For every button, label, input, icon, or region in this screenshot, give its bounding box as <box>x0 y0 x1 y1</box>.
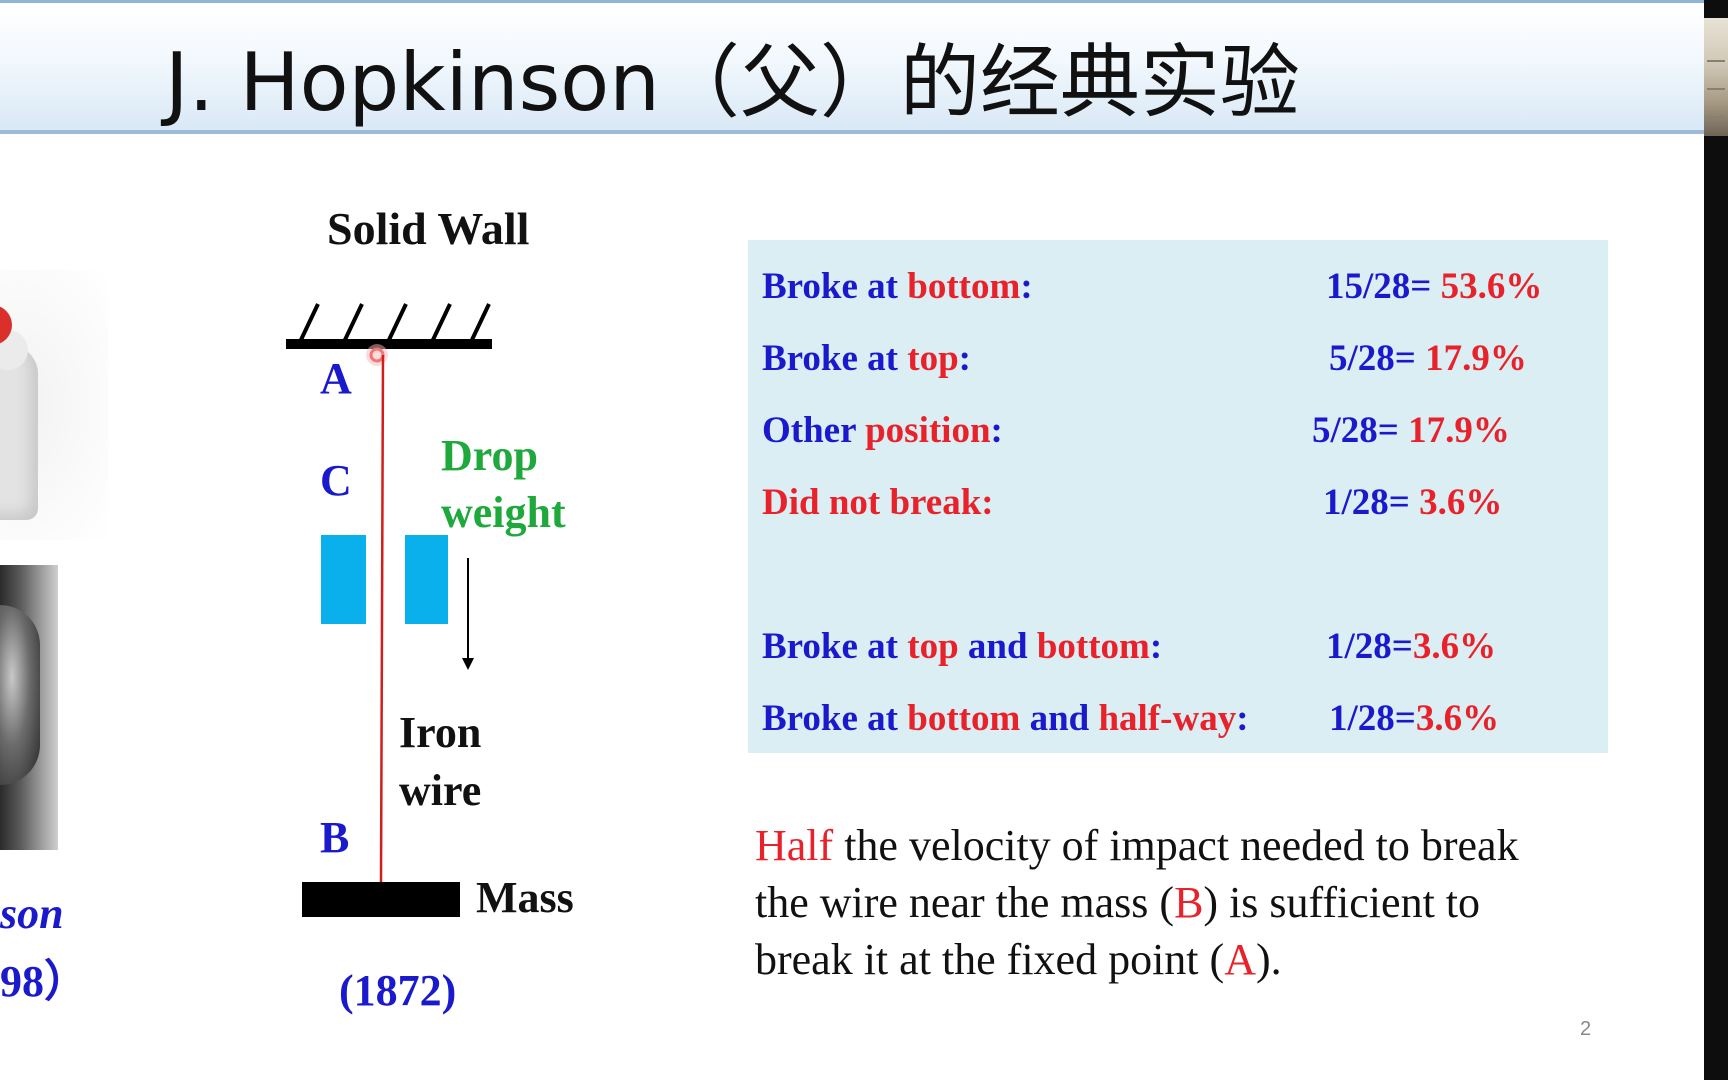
result-label-part: bottom <box>1036 626 1150 667</box>
mass-block <box>302 882 460 917</box>
solid-wall-bar <box>286 339 492 349</box>
result-value-part: 1/28= <box>1326 626 1413 667</box>
conclusion-paragraph: Half the velocity of impact needed to br… <box>755 817 1635 988</box>
result-label-part: and <box>958 626 1037 667</box>
iron-wire-label-line1: Iron <box>399 708 482 757</box>
result-label-part: : <box>1236 698 1249 739</box>
point-b-label: B <box>320 813 350 862</box>
video-thumbnail[interactable] <box>1704 18 1728 136</box>
screen-edge-strip <box>1704 0 1728 1080</box>
portrait-caption-years: 98） <box>0 957 88 1006</box>
result-value-part: 17.9% <box>1425 338 1527 379</box>
result-label-part: : <box>1149 626 1163 667</box>
result-label-part: position <box>865 410 991 451</box>
result-value-part: 17.9% <box>1408 410 1510 451</box>
conclusion-text-part: ) is sufficient to <box>1203 878 1481 927</box>
drop-weight-label-line2: weight <box>441 488 566 537</box>
result-row: Broke at top: 5/28= 17.9% <box>762 337 1527 380</box>
result-value-part: 3.6% <box>1415 698 1500 739</box>
slide-title: J. Hopkinson（父）的经典实验 <box>165 36 1300 129</box>
result-value-part: 15/28= <box>1326 266 1441 307</box>
portrait-photo <box>0 565 58 850</box>
result-label-part: Other <box>762 410 866 451</box>
solid-wall-label: Solid Wall <box>327 203 530 254</box>
result-label-part: top <box>907 338 959 379</box>
experiment-year: (1872) <box>339 966 457 1015</box>
conclusion-text-part: B <box>1174 878 1204 927</box>
result-label-part: : <box>1020 266 1033 307</box>
conclusion-text-part: Half <box>755 821 834 870</box>
drop-weight-label-line1: Drop <box>441 431 538 480</box>
drop-arrow-head <box>462 658 474 670</box>
result-label-part: half-way <box>1098 698 1237 739</box>
result-label-part: and <box>1020 698 1099 739</box>
drop-weight-right <box>405 535 448 624</box>
result-label-part: Broke at <box>762 338 908 379</box>
result-value-part: 1/28= <box>1323 482 1420 523</box>
result-value: 5/28= 17.9% <box>1329 337 1527 380</box>
result-row: Broke at bottom: 15/28= 53.6% <box>762 265 1542 308</box>
result-value-part: 1/28= <box>1329 698 1416 739</box>
cartoon-figure-body <box>0 345 38 520</box>
cartoon-red-hat <box>0 305 12 345</box>
conclusion-text-part: break it at the fixed point ( <box>755 935 1225 984</box>
conclusion-line: the wire near the mass (B) is sufficient… <box>755 874 1635 931</box>
result-row: Did not break: 1/28= 3.6% <box>762 481 1502 524</box>
conclusion-text-part: the velocity of impact needed to break <box>833 821 1519 870</box>
slide-header <box>0 0 1704 132</box>
conclusion-line: Half the velocity of impact needed to br… <box>755 817 1635 874</box>
conclusion-line: break it at the fixed point (A). <box>755 931 1635 988</box>
result-label-part: Broke at <box>762 626 908 667</box>
result-value-part: 3.6% <box>1419 482 1503 523</box>
result-label-part: Broke at <box>762 266 908 307</box>
result-label-part: top <box>907 626 959 667</box>
conclusion-text-part: ). <box>1255 935 1282 984</box>
result-label-part: bottom <box>907 266 1021 307</box>
result-value: 1/28= 3.6% <box>1323 481 1502 524</box>
result-value: 5/28= 17.9% <box>1312 409 1510 452</box>
result-label-part: : <box>990 410 1003 451</box>
portrait-caption-name: son <box>0 889 64 938</box>
result-value: 1/28=3.6% <box>1329 697 1499 740</box>
result-row: Broke at bottom and half-way: 1/28=3.6% <box>762 697 1499 740</box>
result-label-part: Did not break: <box>762 482 994 523</box>
result-value: 1/28=3.6% <box>1326 625 1496 668</box>
page-number: 2 <box>1580 1018 1592 1040</box>
result-label-part: Broke at <box>762 698 908 739</box>
result-value-part: 53.6% <box>1440 266 1543 307</box>
iron-wire-line <box>379 354 385 883</box>
result-value-part: 5/28= <box>1312 410 1409 451</box>
mass-label: Mass <box>476 873 574 922</box>
drop-weight-left <box>321 535 366 624</box>
result-label-part: bottom <box>907 698 1021 739</box>
result-row: Broke at top and bottom: 1/28=3.6% <box>762 625 1496 668</box>
header-divider <box>0 130 1704 134</box>
result-value-part: 5/28= <box>1329 338 1426 379</box>
conclusion-text-part: A <box>1224 935 1256 984</box>
wall-hatching <box>297 303 491 345</box>
point-a-label: A <box>320 354 352 403</box>
result-label-part: : <box>958 338 971 379</box>
conclusion-text-part: the wire near the mass ( <box>755 878 1175 927</box>
results-box <box>748 240 1608 753</box>
point-c-label: C <box>320 456 352 505</box>
result-value: 15/28= 53.6% <box>1326 265 1542 308</box>
result-row: Other position: 5/28= 17.9% <box>762 409 1510 452</box>
result-value-part: 3.6% <box>1412 626 1497 667</box>
iron-wire-label-line2: wire <box>399 766 482 815</box>
